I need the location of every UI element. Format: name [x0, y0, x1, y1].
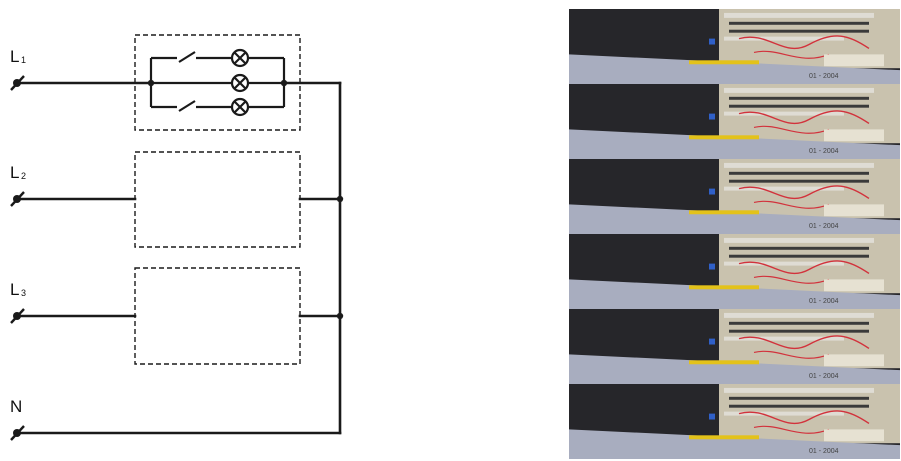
- photo-strip: 01 - 2004: [569, 84, 900, 159]
- node-dot-right: [280, 79, 288, 87]
- lamp-icon: [230, 97, 250, 117]
- photo-strip: 01 - 2004: [569, 384, 900, 459]
- board-photo-strip: 01 - 2004 01 - 2004 01 - 2004 01 - 2004 01 -…: [569, 9, 900, 461]
- load-box-l3: [134, 267, 301, 365]
- lamp-icon: [230, 48, 250, 68]
- wiring-diagram: L 1 L 2 L 3 N: [10, 34, 344, 441]
- line-sub-l1: 1: [21, 55, 26, 65]
- node-dot-left: [147, 79, 155, 87]
- photo-stamp: 01 - 2004: [809, 73, 839, 80]
- photo-strip: 01 - 2004: [569, 309, 900, 384]
- photo-stamp: 01 - 2004: [809, 223, 839, 230]
- line-label-n: N: [10, 397, 22, 416]
- photo-stamp: 01 - 2004: [809, 148, 839, 155]
- load-box-l1: [134, 34, 301, 131]
- photo-strip: 01 - 2004: [569, 234, 900, 309]
- lamp-icon: [230, 73, 250, 93]
- phase-wires: [15, 81, 342, 435]
- load-box-l2: [134, 151, 301, 248]
- photo-stamp: 01 - 2004: [809, 298, 839, 305]
- photo-strip: 01 - 2004: [569, 159, 900, 234]
- line-label-l3: L: [10, 280, 19, 299]
- line-sub-l2: 2: [21, 171, 26, 181]
- line-label-l2: L: [10, 163, 19, 182]
- junction-dot-l3: [336, 312, 344, 320]
- photo-stamp: 01 - 2004: [809, 448, 839, 455]
- line-sub-l3: 3: [21, 288, 26, 298]
- line-label-l1: L: [10, 47, 19, 66]
- photo-strip: 01 - 2004: [569, 9, 900, 84]
- photo-stamp: 01 - 2004: [809, 373, 839, 380]
- junction-dot-l2: [336, 195, 344, 203]
- switch-lamp-network: [149, 51, 286, 112]
